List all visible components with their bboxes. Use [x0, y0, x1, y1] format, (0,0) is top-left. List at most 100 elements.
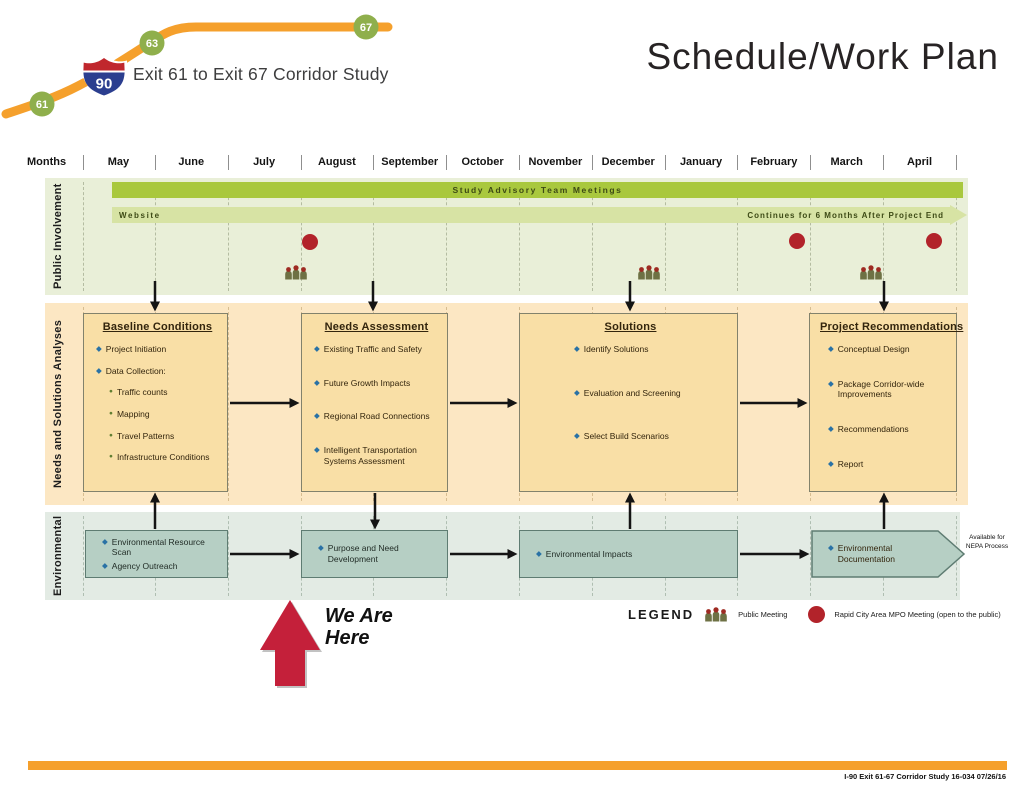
env-box-environmental-impacts: ◆Environmental Impacts	[519, 530, 738, 578]
mpo-meeting-dot-icon	[808, 606, 826, 623]
interstate-90-shield-icon: 90	[80, 55, 128, 98]
task-label: Project Initiation	[105, 344, 167, 354]
task-label: Future Growth Impacts	[323, 377, 411, 388]
footer-doc-id: I-90 Exit 61-67 Corridor Study 16-034 07…	[844, 772, 1006, 781]
svg-text:90: 90	[96, 76, 113, 93]
task-subitem: ●Traffic counts	[96, 387, 219, 398]
legend: LEGEND Public Meeting Rapid City Area MP…	[628, 606, 1001, 623]
month-label: April	[906, 156, 933, 168]
nepa-availability-note: Available for NEPA Process	[965, 534, 1009, 551]
env-box-environmental-documentation	[811, 530, 966, 578]
task-item: ◆Agency Outreach	[102, 561, 219, 572]
study-name: Exit 61 to Exit 67 Corridor Study	[133, 64, 389, 84]
task-item: ◆Environmental Resource Scan	[102, 537, 219, 558]
public-meeting-people-icon	[285, 265, 307, 280]
diamond-bullet-icon: ◆	[828, 458, 834, 468]
public-meeting-people-icon	[705, 607, 727, 622]
task-subitem: ●Infrastructure Conditions	[96, 452, 219, 463]
exit-63-marker: 63	[139, 30, 165, 56]
lane-label-public-involvement: Public Involvement	[52, 183, 64, 290]
diamond-bullet-icon: ◆	[318, 543, 324, 553]
month-label: December	[601, 156, 655, 168]
month-tick-marks	[45, 153, 968, 173]
task-item: ◆Regional Road Connections	[314, 411, 439, 422]
diamond-bullet-icon: ◆	[828, 378, 834, 388]
months-header: May June July August September October N…	[82, 156, 956, 168]
task-label: Data Collection:	[105, 365, 166, 376]
corridor-logo: 61 63 67 90	[1, 14, 393, 119]
env-box-resource-scan: ◆Environmental Resource Scan ◆Agency Out…	[85, 530, 228, 578]
task-label: Select Build Scenarios	[583, 431, 669, 442]
svg-text:67: 67	[360, 22, 372, 34]
task-label: Existing Traffic and Safety	[323, 344, 422, 354]
diamond-bullet-icon: ◆	[314, 344, 320, 353]
lane-label-needs-and-solutions: Needs and Solutions Analyses	[52, 319, 64, 489]
task-label: Mapping	[116, 408, 150, 419]
month-label: March	[830, 156, 863, 168]
task-item: ◆Intelligent Transportation Systems Asse…	[314, 445, 439, 466]
month-label: February	[750, 156, 798, 168]
task-item: ◆Report	[828, 459, 948, 470]
month-label: June	[178, 156, 205, 168]
task-label: Report	[837, 458, 864, 469]
svg-text:61: 61	[36, 99, 48, 111]
task-subitem: ●Mapping	[96, 409, 219, 420]
task-item: ◆Select Build Scenarios	[532, 431, 729, 442]
month-label: October	[461, 156, 504, 168]
task-item: ◆Environmental Impacts	[536, 549, 729, 560]
task-item: ◆Future Growth Impacts	[314, 378, 439, 389]
we-are-here-label: We Are Here	[325, 605, 393, 649]
diamond-bullet-icon: ◆	[102, 560, 108, 570]
diamond-bullet-icon: ◆	[574, 387, 580, 397]
task-item: ◆Data Collection:	[96, 366, 219, 377]
phase-title: Project Recommendations	[820, 321, 964, 333]
lane-label-environmental: Environmental	[52, 515, 64, 597]
dot-bullet-icon: ●	[109, 388, 113, 396]
month-label: November	[528, 156, 583, 168]
lane-public-involvement: Public Involvement Study Advisory Team M…	[45, 178, 968, 295]
month-label: January	[679, 156, 723, 168]
page-title: Schedule/Work Plan	[646, 36, 999, 77]
phase-box-solutions: Solutions ◆Identify Solutions ◆Evaluatio…	[519, 313, 738, 492]
task-item: ◆Conceptual Design	[828, 344, 948, 355]
task-label: Evaluation and Screening	[583, 387, 681, 398]
task-item: ◆Purpose and Need Development	[318, 543, 439, 564]
task-item: ◆Evaluation and Screening	[532, 388, 729, 399]
task-label: Regional Road Connections	[323, 411, 430, 422]
footer-accent-bar	[28, 761, 1007, 770]
task-label: Intelligent Transportation Systems Asses…	[323, 444, 417, 466]
we-are-here-arrow-icon	[260, 600, 320, 686]
task-label: Identify Solutions	[583, 344, 649, 354]
env-box-purpose-and-need: ◆Purpose and Need Development	[301, 530, 448, 578]
mpo-meeting-dot-icon	[302, 234, 318, 250]
website-bar-arrow-tip	[950, 205, 967, 225]
study-advisory-team-meetings-bar: Study Advisory Team Meetings	[112, 182, 963, 198]
diamond-bullet-icon: ◆	[96, 365, 102, 375]
task-label: Conceptual Design	[837, 344, 910, 354]
svg-text:63: 63	[146, 38, 158, 50]
phase-box-baseline-conditions: Baseline Conditions ◆Project Initiation …	[83, 313, 228, 492]
task-item: ◆Identify Solutions	[532, 344, 729, 355]
diamond-bullet-icon: ◆	[314, 377, 320, 387]
dot-bullet-icon: ●	[109, 409, 113, 417]
month-label: July	[253, 156, 276, 168]
task-item: ◆Package Corridor-wide Improvements	[828, 379, 948, 400]
legend-public-meeting-label: Public Meeting	[738, 610, 788, 619]
month-label: August	[317, 156, 356, 168]
legend-mpo-meeting-label: Rapid City Area MPO Meeting (open to the…	[834, 610, 1001, 619]
dot-bullet-icon: ●	[109, 453, 113, 461]
exit-67-marker: 67	[353, 14, 379, 40]
task-subitem: ●Travel Patterns	[96, 431, 219, 442]
website-continuation-note: Continues for 6 Months After Project End	[747, 210, 944, 220]
diamond-bullet-icon: ◆	[96, 344, 102, 353]
phase-box-needs-assessment: Needs Assessment ◆Existing Traffic and S…	[301, 313, 448, 492]
public-meeting-people-icon	[638, 265, 660, 280]
diamond-bullet-icon: ◆	[314, 444, 320, 454]
mpo-meeting-dot-icon	[926, 233, 942, 249]
website-bar-label: Website	[119, 210, 161, 220]
public-meeting-people-icon	[860, 265, 882, 280]
task-label: Purpose and Need Development	[327, 543, 399, 564]
website-bar: Website Continues for 6 Months After Pro…	[112, 207, 950, 223]
env-box-documentation-content: ◆Environmental Documentation	[812, 530, 930, 578]
diamond-bullet-icon: ◆	[102, 536, 108, 546]
